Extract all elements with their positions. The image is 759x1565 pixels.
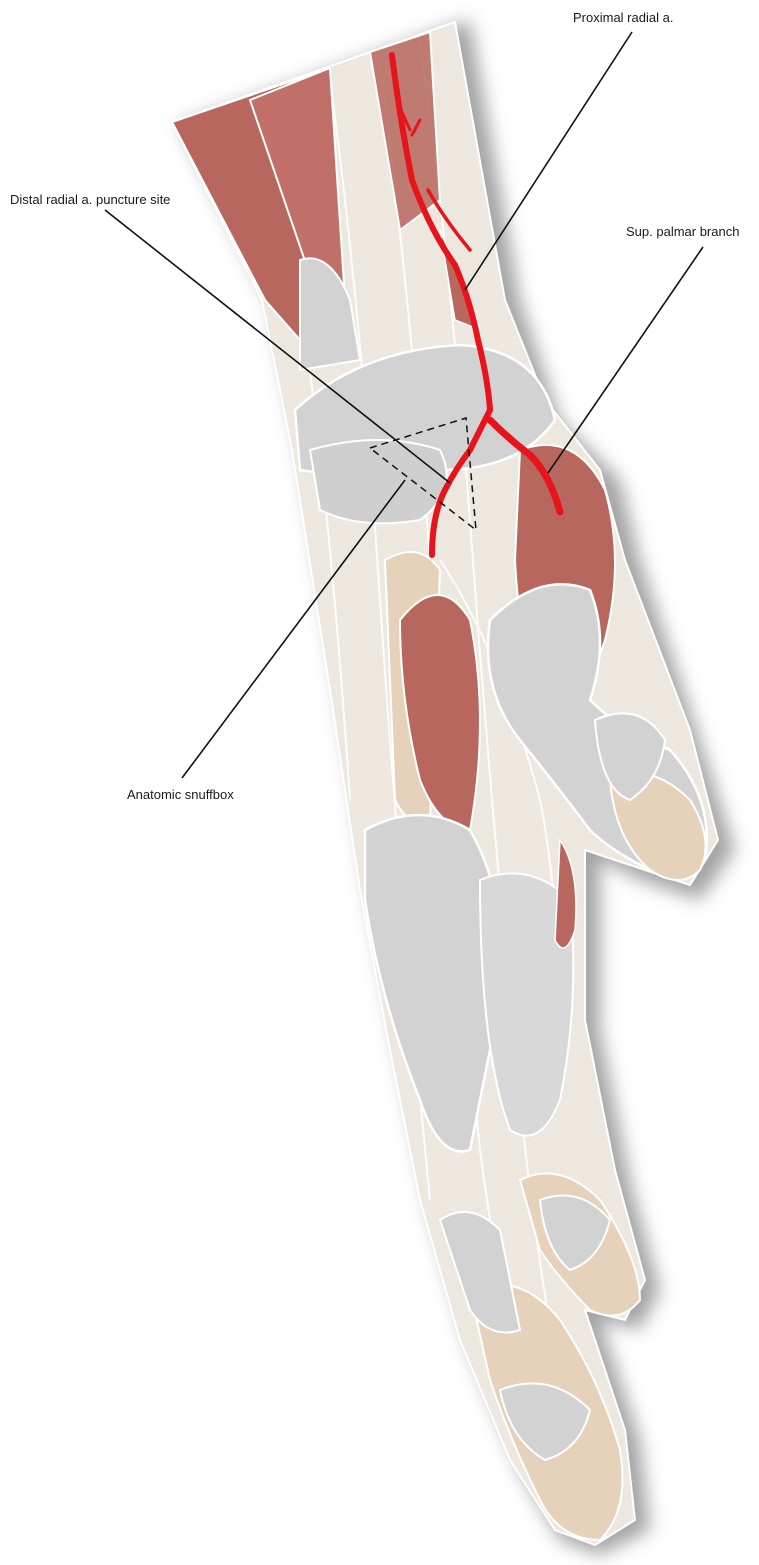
label-anatomic-snuffbox: Anatomic snuffbox bbox=[127, 787, 234, 802]
label-distal-puncture-site: Distal radial a. puncture site bbox=[10, 192, 170, 207]
label-proximal-radial: Proximal radial a. bbox=[573, 10, 673, 25]
label-sup-palmar-branch: Sup. palmar branch bbox=[626, 224, 739, 239]
leader-sup-palmar bbox=[548, 247, 703, 473]
